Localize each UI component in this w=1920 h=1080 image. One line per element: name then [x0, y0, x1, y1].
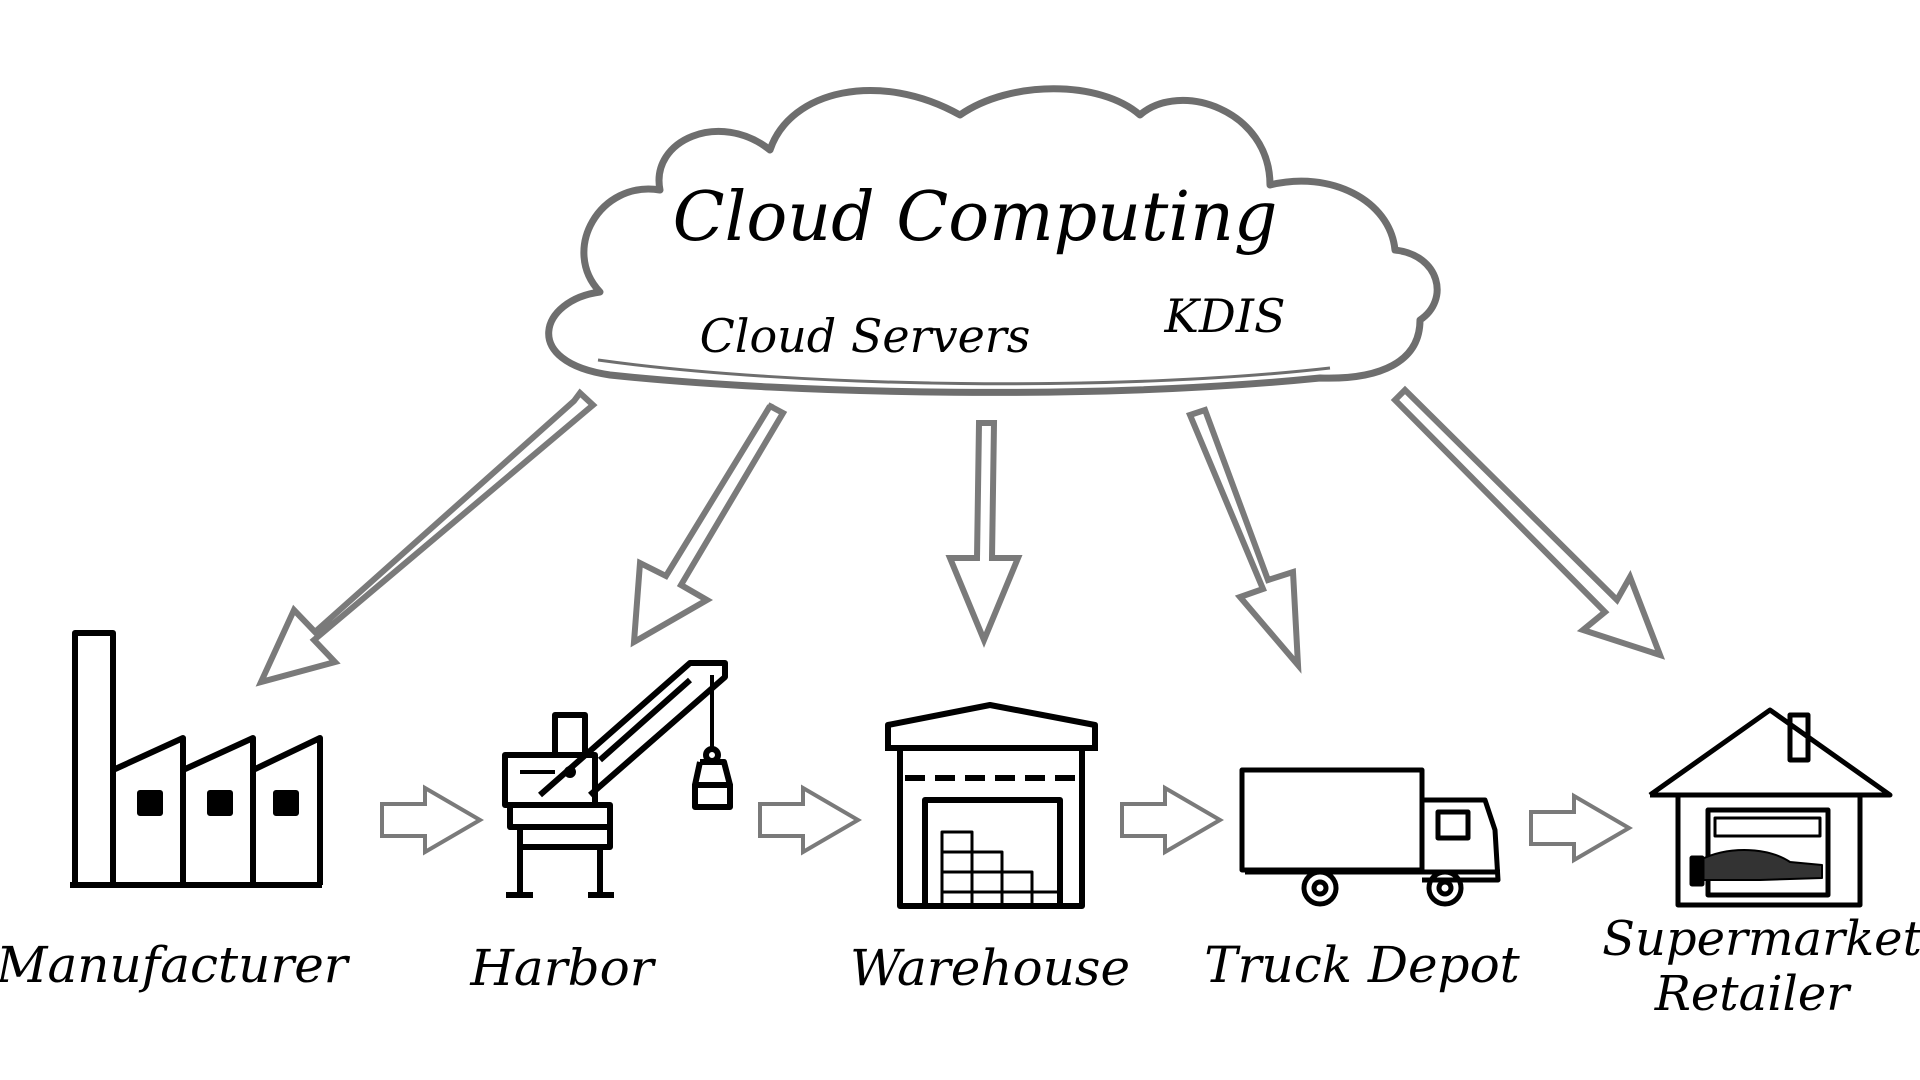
cloud-shape [545, 85, 1441, 396]
cloud-arrow-warehouse [945, 420, 1023, 648]
flow-arrow-4 [1529, 792, 1633, 864]
stage-label-warehouse: Warehouse [850, 939, 1130, 997]
cloud-item-servers: Cloud Servers [700, 309, 1031, 363]
flow-arrow-3 [1120, 784, 1224, 856]
warehouse-icon [885, 702, 1098, 909]
factory-icon [70, 630, 323, 888]
stage-labels: Manufacturer Harbor Warehouse Truck Depo… [0, 911, 1920, 1022]
flow-arrow-2 [758, 784, 862, 856]
stage-label-retailer: Retailer [1654, 966, 1853, 1022]
cloud-arrow-harbor [630, 402, 788, 648]
stage-label-truck-depot: Truck Depot [1204, 936, 1520, 994]
flow-arrow-1 [380, 784, 484, 856]
cloud-arrow-truck [1185, 406, 1302, 674]
cloud-title: Cloud Computing [673, 178, 1278, 257]
cloud-item-kdis: KDIS [1164, 289, 1286, 343]
retail-store-icon [1648, 707, 1893, 908]
cloud-arrow-retail [1390, 385, 1666, 660]
stage-label-supermarket: Supermarket [1602, 911, 1920, 967]
stage-label-harbor: Harbor [469, 939, 656, 997]
harbor-crane-icon [502, 660, 733, 898]
truck-icon [1239, 767, 1501, 907]
cloud-arrow-manufacturer [255, 388, 598, 687]
stage-label-manufacturer: Manufacturer [0, 936, 351, 994]
